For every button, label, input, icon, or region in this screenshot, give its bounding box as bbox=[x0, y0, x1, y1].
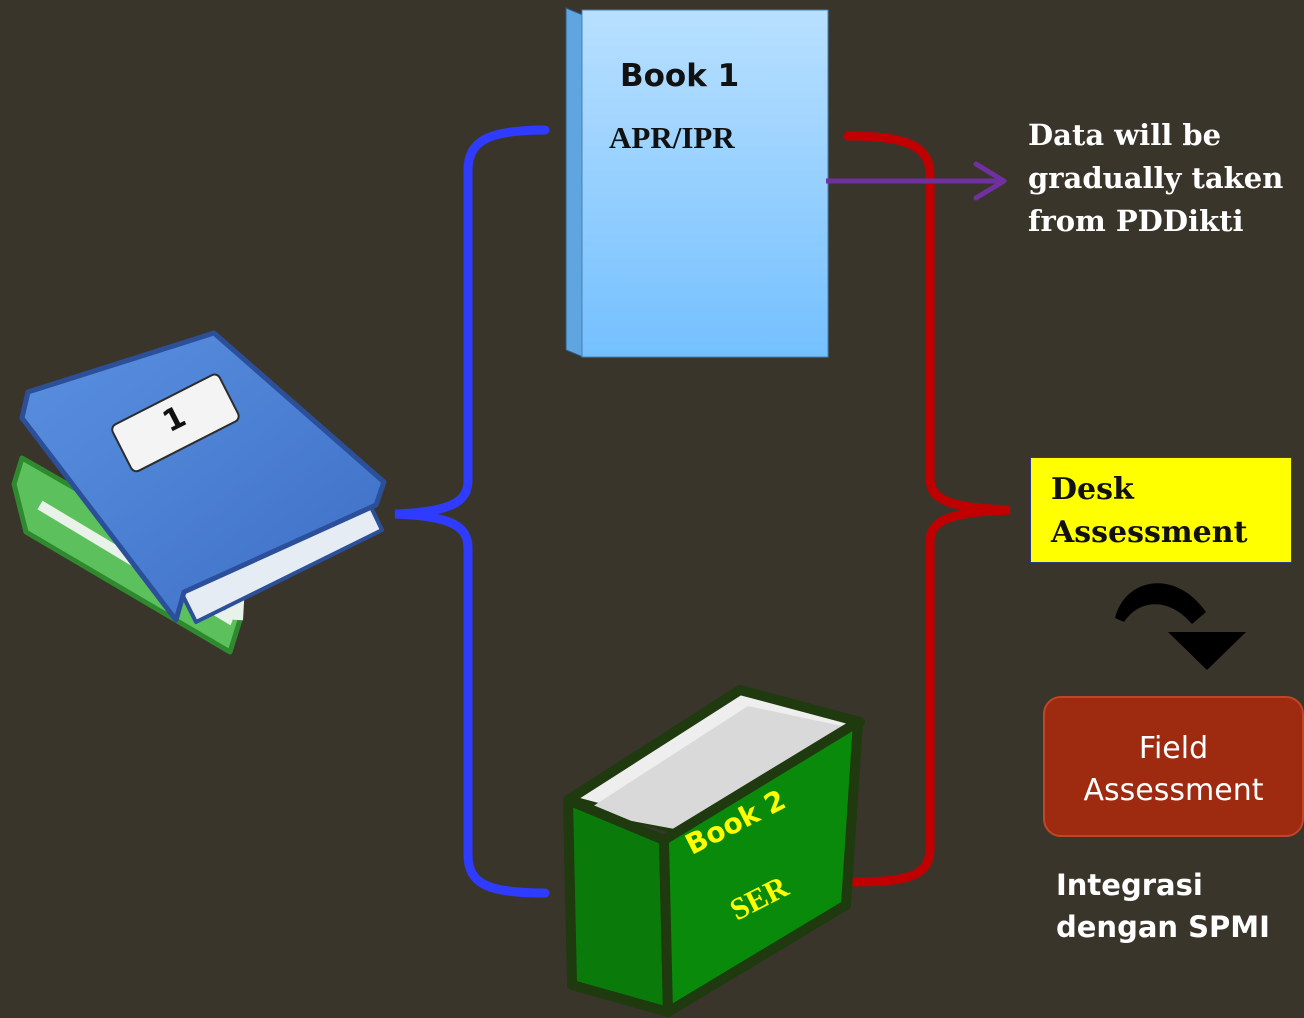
desk-line: Assessment bbox=[1051, 515, 1248, 550]
field-line: Assessment bbox=[1083, 773, 1264, 808]
note-line: gradually taken bbox=[1028, 161, 1284, 195]
field-assessment-box: Field Assessment bbox=[1043, 696, 1304, 837]
book1-title: Book 1 bbox=[620, 58, 740, 94]
note-line: from PDDikti bbox=[1028, 204, 1244, 238]
book1-icon bbox=[565, 7, 829, 358]
arrow-to-note bbox=[826, 161, 1007, 201]
book-stack-icon bbox=[11, 330, 387, 655]
left-brace bbox=[394, 125, 550, 898]
book2-icon bbox=[563, 685, 865, 1017]
right-brace bbox=[843, 131, 1011, 887]
integrasi-line: Integrasi bbox=[1056, 868, 1203, 902]
desk-assessment-box: Desk Assessment bbox=[1030, 457, 1292, 563]
integrasi-line: dengan SPMI bbox=[1056, 910, 1270, 944]
desk-line: Desk bbox=[1051, 472, 1134, 507]
note-line: Data will be bbox=[1028, 118, 1222, 152]
curved-arrow-icon bbox=[1115, 583, 1246, 670]
integrasi-label: Integrasi dengan SPMI bbox=[1056, 864, 1270, 948]
pddikti-note: Data will be gradually taken from PDDikt… bbox=[1028, 114, 1304, 243]
field-line: Field bbox=[1138, 731, 1209, 766]
book1-subtitle: APR/IPR bbox=[609, 120, 735, 155]
